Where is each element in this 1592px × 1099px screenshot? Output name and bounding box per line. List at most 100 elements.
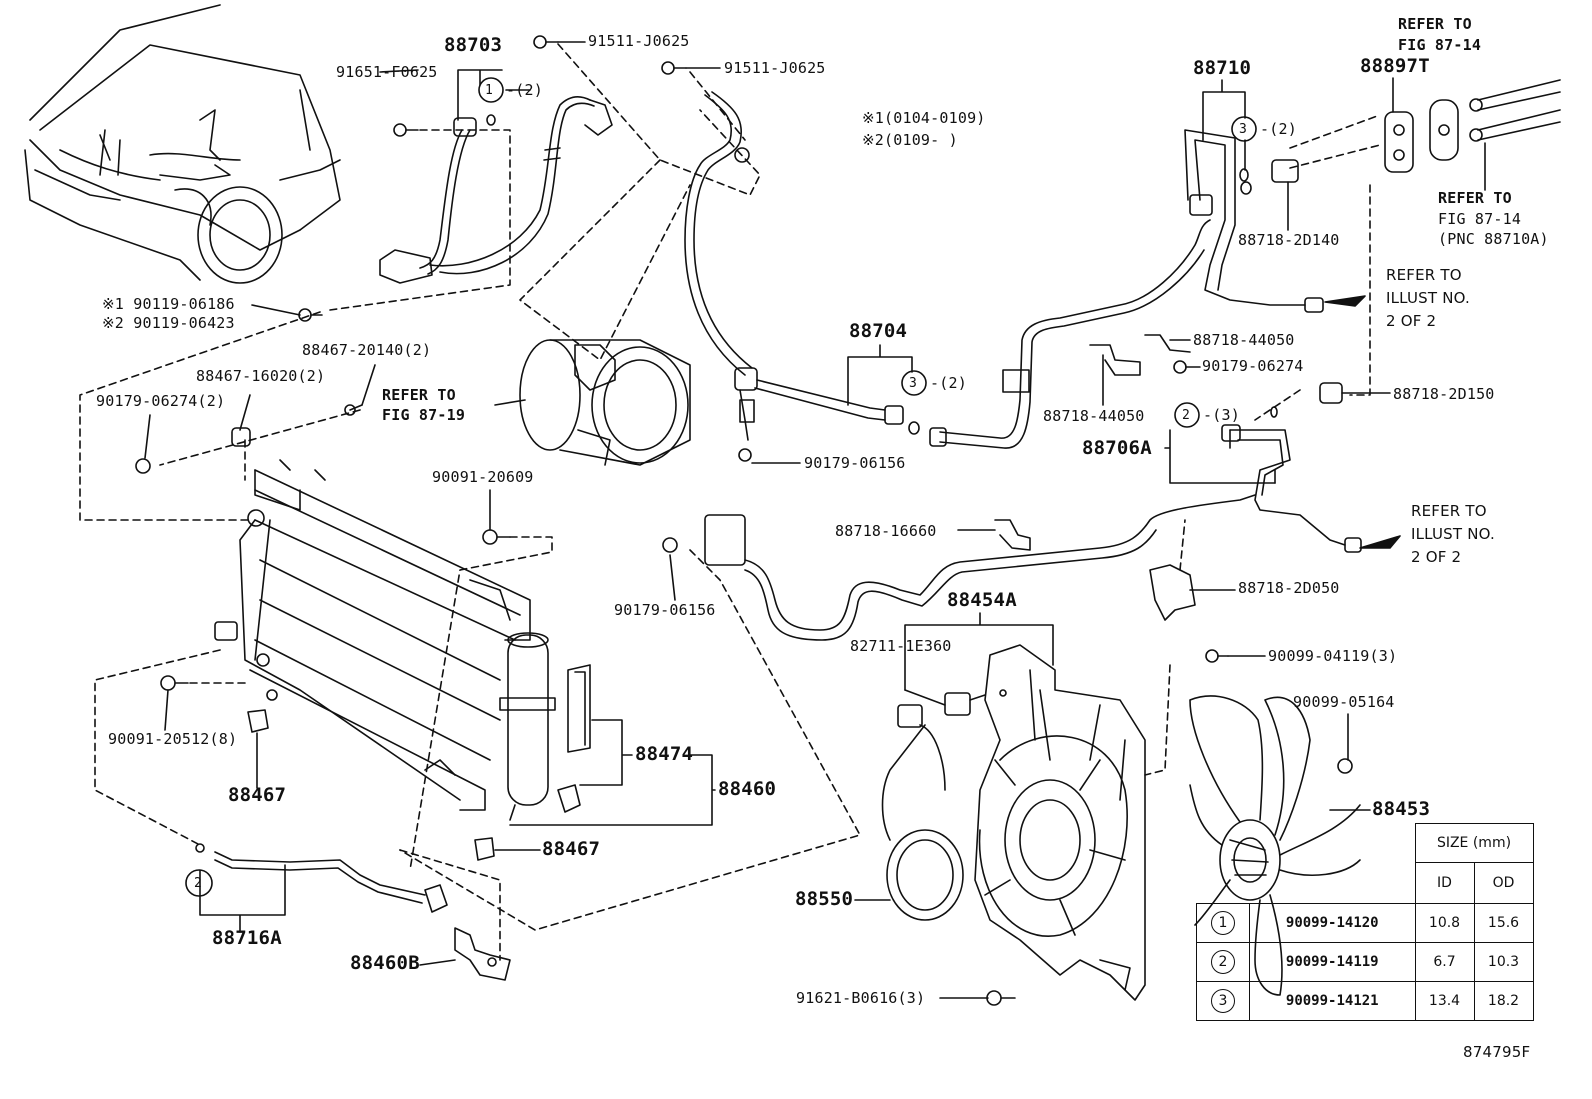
part-88460b: 88460B	[350, 952, 420, 974]
part-88453: 88453	[1372, 798, 1431, 820]
note-1: ※1(0104-0109)	[862, 109, 986, 127]
part-88467-b: 88467	[542, 838, 601, 860]
part-88467-16020: 88467-16020(2)	[196, 367, 326, 385]
callout-lines	[144, 41, 1486, 999]
row-number: 2	[1211, 950, 1235, 974]
figure-id: 874795F	[1463, 1043, 1531, 1061]
part-88718-2d050: 88718-2D050	[1238, 579, 1340, 597]
pipe-88706A	[662, 424, 1362, 641]
circle-2-number-a: 2	[1182, 408, 1191, 423]
refer-fig-87-19-line1: REFER TO	[382, 386, 456, 404]
refer-fig-87-19-line2: FIG 87-19	[382, 406, 466, 424]
note-2: ※2(0109- )	[862, 131, 958, 149]
row-id: 13.4	[1414, 981, 1475, 1021]
part-91511-j0625-a: 91511-J0625	[588, 32, 690, 50]
fan-88453	[1189, 695, 1361, 996]
part-88467-20140: 88467-20140(2)	[302, 341, 432, 359]
part-88550: 88550	[795, 888, 854, 910]
refer-fig-87-14-right-line1: REFER TO	[1438, 189, 1512, 207]
row-od: 18.2	[1473, 981, 1534, 1021]
row-id: 10.8	[1414, 903, 1475, 943]
row-part: 90099-14120	[1249, 903, 1416, 943]
part-88474: 88474	[635, 743, 694, 765]
part-90119-06186: ※1 90119-06186	[102, 295, 235, 313]
part-88467-a: 88467	[228, 784, 287, 806]
refer-illust-1-line2: ILLUST NO.	[1386, 289, 1471, 307]
circle-1-qty: -(2)	[506, 81, 543, 99]
row-od: 15.6	[1473, 903, 1534, 943]
pipe-88710	[929, 129, 1324, 449]
bracket-88460B	[454, 927, 511, 981]
arrow-icon	[1324, 295, 1366, 307]
part-91651-f0625: 91651-F0625	[336, 63, 438, 81]
refer-illust-1-line1: REFER TO	[1386, 266, 1462, 284]
refer-illust-2-line2: ILLUST NO.	[1411, 525, 1496, 543]
part-88718-16660: 88718-16660	[835, 522, 937, 540]
part-88704: 88704	[849, 320, 908, 342]
part-88706a: 88706A	[1082, 437, 1152, 459]
row-id: 6.7	[1414, 942, 1475, 982]
refer-fig-87-14-right-line2: FIG 87-14	[1438, 210, 1522, 228]
sensor-88716A	[195, 843, 448, 913]
circle-3-qty-b: -(2)	[1260, 120, 1297, 138]
circled-callouts	[185, 77, 1257, 897]
compressor	[519, 339, 691, 466]
o-ring-size-table: SIZE (mm) ID OD 1 90099-14120 10.8 15.6 …	[1196, 823, 1534, 1021]
part-88718-44050-a: 88718-44050	[1193, 331, 1295, 349]
refer-illust-2-line1: REFER TO	[1411, 502, 1487, 520]
circle-2-qty-a: -(3)	[1203, 406, 1240, 424]
circle-3-qty-a: -(2)	[930, 374, 967, 392]
part-82711-1e360: 82711-1E360	[850, 637, 952, 655]
part-88710: 88710	[1193, 57, 1252, 79]
part-90119-06423: ※2 90119-06423	[102, 314, 235, 332]
circle-1-number: 1	[485, 83, 494, 98]
size-header: SIZE (mm)	[1414, 823, 1534, 863]
part-90091-20609: 90091-20609	[432, 468, 534, 486]
table-row: 2 90099-14119 6.7 10.3	[1196, 942, 1534, 982]
hose-88703	[379, 95, 613, 284]
part-90091-20512: 90091-20512(8)	[108, 730, 238, 748]
row-part: 90099-14119	[1249, 942, 1416, 982]
discharge-hose	[684, 91, 904, 462]
vehicle-illustration	[24, 4, 341, 284]
brackets	[994, 334, 1196, 621]
condenser-88460	[214, 459, 591, 861]
table-row: 1 90099-14120 10.8 15.6	[1196, 903, 1534, 943]
dashed-leaders	[79, 43, 1381, 961]
circle-3-number-a: 3	[909, 376, 918, 391]
fan-motor-88550	[881, 704, 964, 921]
part-88718-2d140: 88718-2D140	[1238, 231, 1340, 249]
part-90179-06274-2: 90179-06274(2)	[96, 392, 226, 410]
fan-shroud-88454A	[944, 644, 1146, 1001]
row-number: 3	[1211, 989, 1235, 1013]
part-91621-b0616: 91621-B0616(3)	[796, 989, 926, 1007]
part-88718-2d150: 88718-2D150	[1393, 385, 1495, 403]
part-90179-06274: 90179-06274	[1202, 357, 1304, 375]
refer-fig-87-14-right-line3: (PNC 88710A)	[1438, 230, 1549, 248]
table-row: 3 90099-14121 13.4 18.2	[1196, 981, 1534, 1021]
part-90099-04119: 90099-04119(3)	[1268, 647, 1398, 665]
refer-fig-87-14-top-line1: REFER TO	[1398, 15, 1472, 33]
part-88460: 88460	[718, 778, 777, 800]
circle-3-number-b: 3	[1239, 122, 1248, 137]
circle-2-number-b: 2	[194, 876, 203, 891]
part-90099-05164: 90099-05164	[1293, 693, 1395, 711]
refer-illust-1-line3: 2 OF 2	[1386, 312, 1437, 330]
part-88897t: 88897T	[1360, 55, 1430, 77]
arrow-icon	[1359, 535, 1401, 549]
col-id: ID	[1414, 862, 1475, 904]
refer-fig-87-14-top-line2: FIG 87-14	[1398, 36, 1482, 54]
part-90179-06156-a: 90179-06156	[804, 454, 906, 472]
row-part: 90099-14121	[1249, 981, 1416, 1021]
part-91511-j0625-b: 91511-J0625	[724, 59, 826, 77]
part-88454a: 88454A	[947, 589, 1017, 611]
row-od: 10.3	[1473, 942, 1534, 982]
part-88716a: 88716A	[212, 927, 282, 949]
col-od: OD	[1473, 862, 1534, 904]
part-88718-44050-b: 88718-44050	[1043, 407, 1145, 425]
part-90179-06156-b: 90179-06156	[614, 601, 716, 619]
part-88703: 88703	[444, 34, 503, 56]
row-number: 1	[1211, 911, 1235, 935]
